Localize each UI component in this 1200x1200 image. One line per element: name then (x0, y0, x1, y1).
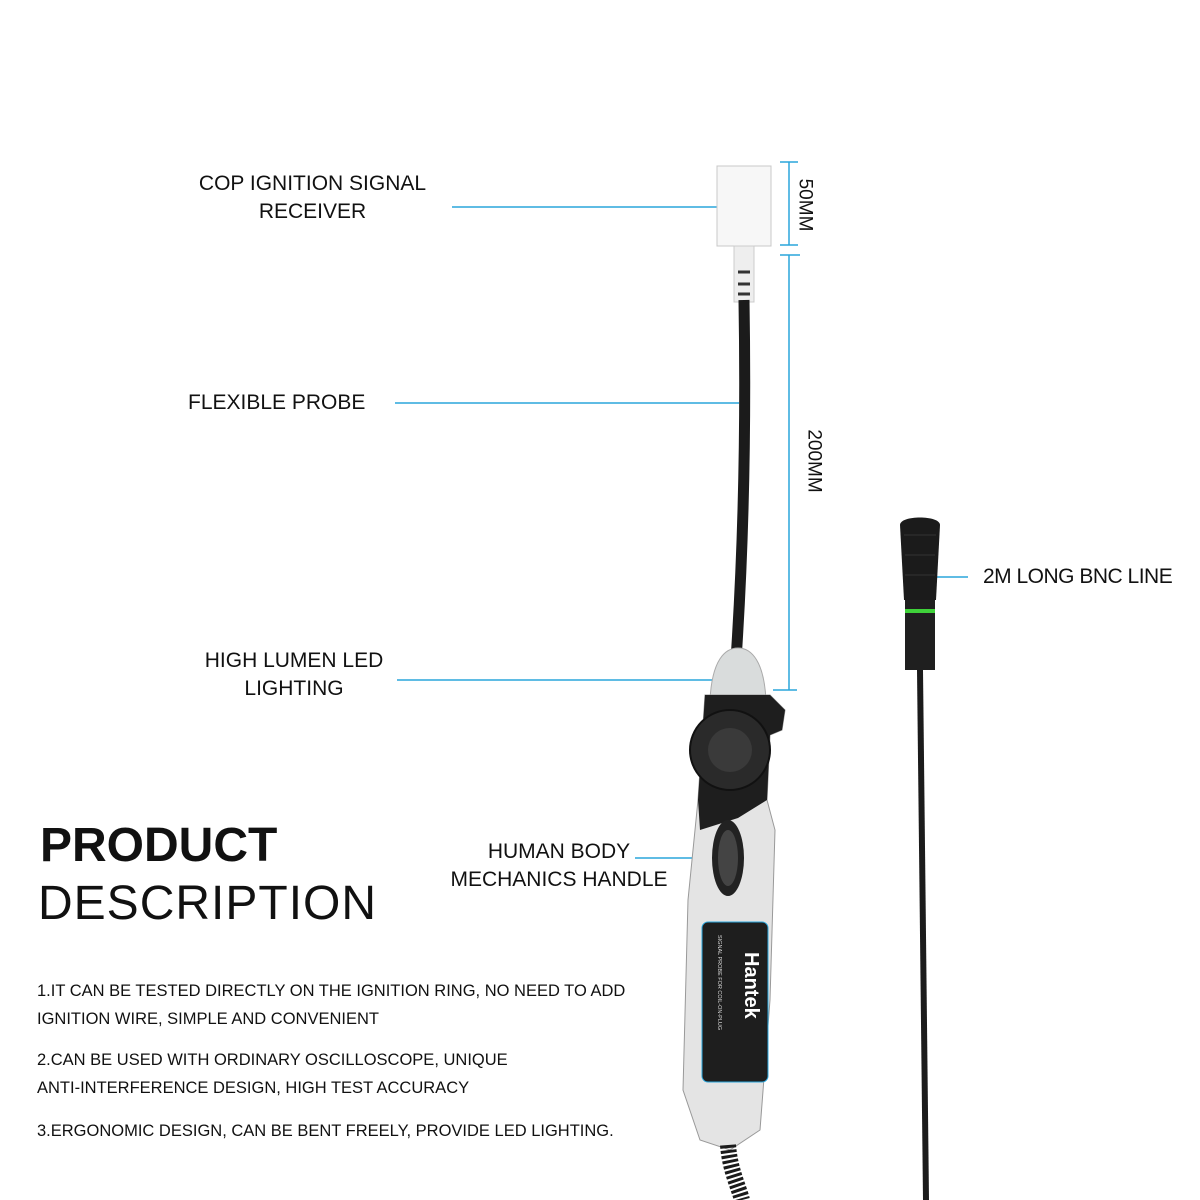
label-panel (701, 921, 769, 1083)
label-receiver: COP IGNITION SIGNAL RECEIVER (198, 172, 427, 223)
dimension-probe: 200MM (803, 429, 825, 493)
title-description: DESCRIPTION (38, 877, 378, 930)
bnc-connector (900, 517, 940, 600)
label-handle: HUMAN BODY MECHANICS HANDLE (450, 840, 668, 891)
brand-subtitle: SIGNAL PROBE FOR COIL-ON-PLUG (716, 935, 722, 1030)
bnc-cable (917, 669, 929, 1200)
receiver-cap (716, 165, 772, 247)
leader-lines (395, 161, 968, 859)
flexible-probe (730, 299, 751, 661)
label-bnc: 2M LONG BNC LINE (983, 565, 1173, 588)
description-item-2: 2.CAN BE USED WITH ORDINARY OSCILLOSCOPE… (37, 1051, 508, 1097)
label-flexible-probe: FLEXIBLE PROBE (188, 391, 366, 414)
handle-cable (720, 1144, 750, 1200)
description-item-1: 1.IT CAN BE TESTED DIRECTLY ON THE IGNIT… (37, 982, 626, 1028)
green-ring (905, 609, 935, 613)
description-item-3: 3.ERGONOMIC DESIGN, CAN BE BENT FREELY, … (37, 1122, 614, 1140)
dimension-receiver: 50MM (794, 178, 816, 232)
title-product: PRODUCT (40, 819, 278, 872)
label-led: HIGH LUMEN LED LIGHTING (204, 649, 384, 700)
brand-logo: Hantek (740, 952, 762, 1020)
led-dome (709, 647, 767, 701)
